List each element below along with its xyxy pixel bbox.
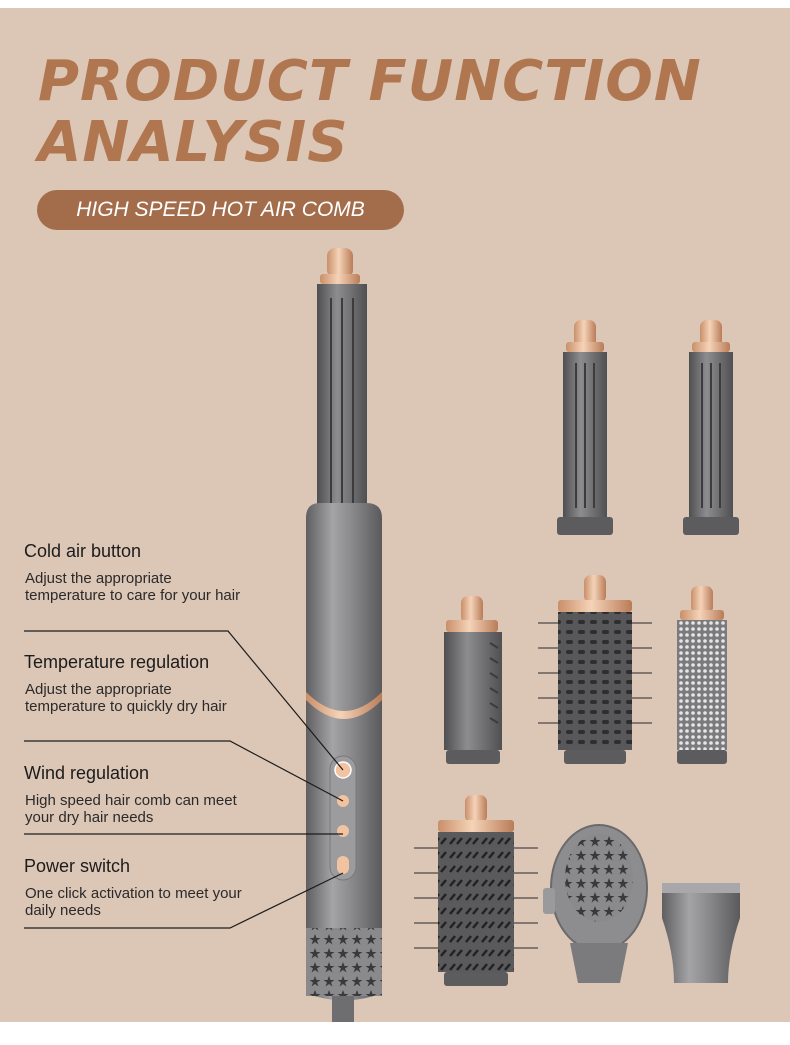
- headline-line-1: PRODUCT FUNCTION: [38, 49, 702, 114]
- concentrator-nozzle: [662, 883, 740, 983]
- gold-accent-ring: [306, 692, 382, 719]
- curling-barrel-left: [557, 320, 613, 535]
- diffuser-attachment: [543, 824, 648, 983]
- feature-title-power: Power switch: [24, 856, 131, 876]
- feature-desc-power: One click activation to meet your daily …: [25, 885, 242, 919]
- wind-button[interactable]: [337, 825, 349, 837]
- nozzle-tip: [320, 248, 360, 284]
- barrel-slots: [330, 298, 354, 503]
- product-illustration: [24, 248, 740, 1022]
- smoothing-barrel: [444, 596, 502, 764]
- callout-lines: [24, 630, 344, 929]
- round-brush-slotted: [538, 575, 652, 764]
- curling-barrel-right: [683, 320, 739, 535]
- round-bristle-brush: [414, 795, 538, 986]
- feature-title-cold-air: Cold air button: [24, 541, 142, 561]
- feature-desc-cold-air: Adjust the appropriate temperature to ca…: [25, 570, 241, 604]
- feature-title-wind: Wind regulation: [24, 763, 150, 783]
- product-type-badge: HIGH SPEED HOT AIR COMB: [37, 190, 404, 230]
- main-device: [306, 248, 382, 1022]
- power-switch[interactable]: [337, 856, 349, 874]
- product-banner: PRODUCT FUNCTION ANALYSIS HIGH SPEED HOT…: [0, 8, 790, 1022]
- headline-line-2: ANALYSIS: [38, 110, 349, 175]
- button-panel: [329, 755, 357, 881]
- feature-title-temperature: Temperature regulation: [24, 652, 210, 672]
- air-intake-grille: [306, 928, 382, 996]
- feature-desc-temperature: Adjust the appropriate temperature to qu…: [25, 681, 227, 715]
- power-cord: [332, 996, 354, 1022]
- handle: [306, 503, 382, 1001]
- mesh-barrel: [677, 586, 727, 764]
- feature-desc-wind: High speed hair comb can meet your dry h…: [25, 792, 237, 826]
